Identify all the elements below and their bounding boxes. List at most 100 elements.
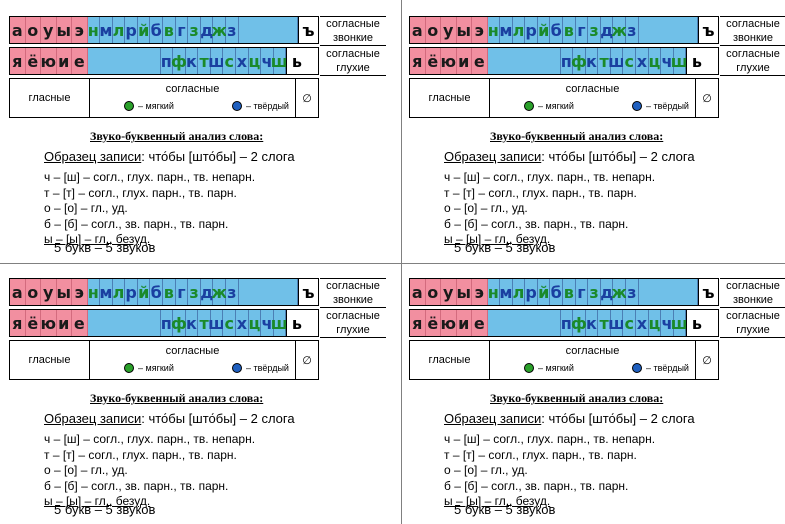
consonant-cell: з [626, 279, 639, 305]
consonant-cell: ш [208, 310, 225, 336]
consonant-cell: з [588, 279, 601, 305]
legend-consonants: согласные – мягкий – твёрдый [90, 79, 296, 117]
legend-hard-text: – твёрдый [646, 101, 689, 111]
consonant-cell: т [598, 48, 611, 74]
analysis-line: о – [о] – гл., уд. [444, 201, 528, 215]
vowel-cell: и [456, 48, 472, 74]
legend-vowels: гласные [410, 79, 490, 117]
vowel-cell: о [25, 17, 41, 43]
legend-consonants-title: согласные [165, 345, 220, 357]
consonant-cell: б [550, 17, 564, 43]
legend-soft: – мягкий [124, 363, 174, 373]
analysis-line: ч – [ш] – согл., глух. парн., тв. непарн… [44, 170, 256, 184]
consonant-cell: ц [249, 48, 262, 74]
analysis-line: б – [б] – согл., зв. парн., тв. парн. [44, 216, 229, 231]
vowel-cell: ю [40, 48, 57, 74]
legend-hard-text: – твёрдый [646, 363, 689, 373]
blank-cell [487, 48, 561, 74]
sample-text: : что́бы [што́бы] – 2 слога [141, 149, 295, 164]
hard-sign-cell: ъ [298, 17, 318, 43]
consonant-cell: й [537, 279, 551, 305]
analysis-line: т – [т] – согл., глух. парн., тв. парн. [444, 447, 637, 462]
consonant-cell: р [525, 279, 538, 305]
sample-label: Образец записи [444, 411, 542, 426]
label-voiced-text: согласные звонкие [726, 18, 780, 44]
consonant-cell: п [560, 310, 574, 336]
consonant-cell: й [137, 17, 151, 43]
analysis-line: б – [б] – согл., зв. парн., тв. парн. [444, 216, 629, 231]
analysis-line: ч – [ш] – согл., глух. парн., тв. непарн… [444, 432, 656, 446]
vowel-cell: ё [425, 310, 441, 336]
vowel-cell: а [10, 279, 26, 305]
consonant-cell: х [636, 310, 649, 336]
consonant-cell: г [575, 17, 589, 43]
consonant-cell: з [226, 279, 239, 305]
consonant-cell: л [113, 279, 126, 305]
analysis-line: о – [о] – гл., уд. [44, 201, 128, 215]
consonant-cell: г [175, 279, 189, 305]
vowel-cell: у [41, 279, 57, 305]
empty-set-icon: ∅ [302, 92, 312, 105]
consonant-cell: з [226, 17, 239, 43]
consonant-cell: д [600, 17, 614, 43]
analysis-line: т – [т] – согл., глух. парн., тв. парн. [44, 185, 237, 200]
vowel-cell: ы [56, 279, 72, 305]
legend-hard-text: – твёрдый [246, 363, 289, 373]
consonant-cell: л [513, 17, 526, 43]
label-voiced: согласные звонкие [720, 278, 785, 308]
consonant-cell: з [626, 17, 639, 43]
consonant-cell: з [188, 279, 201, 305]
blank-cell [238, 279, 298, 305]
hard-sign-cell: ъ [698, 17, 718, 43]
label-voiceless: согласные глухие [320, 46, 386, 76]
consonant-cell: н [487, 279, 501, 305]
sample-text: : что́бы [што́бы] – 2 слога [141, 411, 295, 426]
sample-line: Образец записи: что́бы [што́бы] – 2 слог… [444, 411, 695, 426]
consonant-cell: л [113, 17, 126, 43]
vowel-cell: я [410, 310, 426, 336]
consonant-cell: к [185, 310, 199, 336]
label-voiceless-text: согласные глухие [326, 47, 380, 74]
vowel-cell: е [72, 48, 88, 74]
legend-hard: – твёрдый [632, 363, 689, 373]
consonant-cell: н [487, 17, 501, 43]
empty-set-icon: ∅ [302, 354, 312, 367]
vowel-cell: я [410, 48, 426, 74]
analysis-line: б – [б] – согл., зв. парн., тв. парн. [444, 478, 629, 493]
summary: 5 букв – 5 звуков [54, 502, 156, 517]
vowel-cell: а [410, 17, 426, 43]
consonant-cell: с [223, 310, 237, 336]
sample-line: Образец записи: что́бы [што́бы] – 2 слог… [44, 411, 295, 426]
vowel-cell: ы [456, 279, 472, 305]
vowel-cell: э [72, 17, 88, 43]
consonant-cell: ч [661, 310, 674, 336]
consonant-cell: н [87, 17, 101, 43]
legend-soft-text: – мягкий [138, 101, 174, 111]
label-voiceless-text: согласные глухие [326, 309, 380, 336]
legend-hard: – твёрдый [232, 101, 289, 111]
vowel-cell: ю [440, 48, 457, 74]
legend-box: гласные согласные – мягкий – твёрдый ∅ [409, 340, 719, 380]
green-dot-icon [524, 101, 534, 111]
consonant-cell: п [560, 48, 574, 74]
legend-consonants: согласные – мягкий – твёрдый [490, 341, 696, 379]
legend-consonants-title: согласные [165, 83, 220, 95]
summary: 5 букв – 5 звуков [454, 240, 556, 255]
label-voiced: согласные звонкие [320, 16, 386, 46]
vowel-cell: я [10, 48, 26, 74]
legend-hard: – твёрдый [232, 363, 289, 373]
consonant-cell: м [499, 279, 513, 305]
analysis-line: ч – [ш] – согл., глух. парн., тв. непарн… [44, 432, 256, 446]
sample-label: Образец записи [444, 149, 542, 164]
blank-cell [87, 48, 161, 74]
vertical-cut-line [401, 0, 402, 524]
legend-vowels: гласные [410, 341, 490, 379]
consonant-cell: м [499, 17, 513, 43]
